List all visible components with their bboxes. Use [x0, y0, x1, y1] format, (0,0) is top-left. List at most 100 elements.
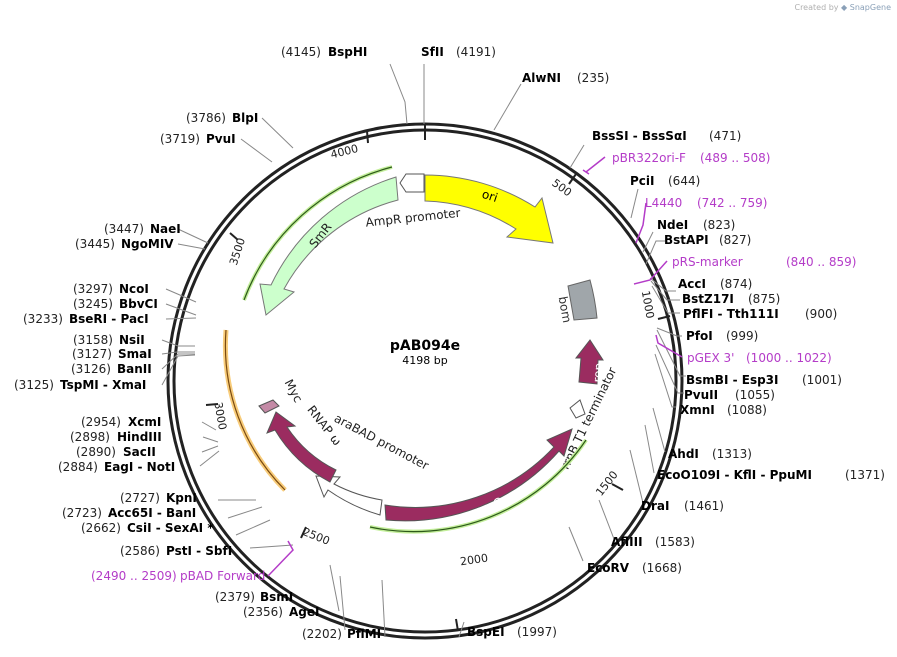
feature-arac-arrow — [384, 428, 573, 522]
site-ecoo109i[interactable]: EcoO109I - KflI - PpuMI (1371) — [657, 468, 885, 482]
site-csii[interactable]: (2662)CsiI - SexAI * — [81, 521, 214, 535]
feature-ori[interactable]: ori — [424, 174, 554, 244]
site-bsmbi[interactable]: BsmBI - Esp3I(1001) — [686, 373, 842, 387]
site-drai[interactable]: DraI(1461) — [641, 499, 724, 513]
site-psti[interactable]: (2586)PstI - SbfI — [120, 544, 232, 558]
site-pflfi-name: PflFI - Tth111I — [683, 307, 779, 321]
primer-myc-underline — [222, 329, 287, 492]
site-alwni-pos: (235) — [577, 71, 609, 85]
tick-2500-label: 2500 — [301, 525, 332, 548]
feature-arac[interactable]: araC — [384, 428, 573, 522]
primer-pbad-forward[interactable]: (2490 .. 2509)pBAD Forward — [91, 569, 265, 583]
site-bstapi[interactable]: BstAPI(827) — [664, 233, 751, 247]
site-hindiii[interactable]: (2898)HindIII — [70, 430, 162, 444]
site-pfoi-name: PfoI — [686, 329, 713, 343]
site-eagi[interactable]: (2884)EagI - NotI — [58, 460, 175, 474]
site-ngomiv[interactable]: (3445)NgoMIV — [75, 237, 174, 251]
site-pflfi[interactable]: PflFI - Tth111I(900) — [683, 307, 837, 321]
site-bsssi[interactable]: BssSI - BssSαI(471) — [592, 129, 741, 143]
feature-smr[interactable]: SmR — [259, 176, 399, 316]
site-pflmi-pos: (2202) — [302, 627, 342, 641]
site-pflmi[interactable]: (2202)PflMI — [302, 627, 381, 641]
site-pcii[interactable]: PciI(644) — [630, 174, 700, 188]
site-bsphi-name: BspHI — [328, 45, 367, 59]
site-pvui-name: PvuI — [206, 132, 236, 146]
site-xcmi[interactable]: (2954)XcmI — [81, 415, 161, 429]
site-blpi[interactable]: (3786)BlpI — [186, 111, 258, 125]
feature-rnap-arrow — [266, 411, 337, 483]
site-leaders — [161, 63, 686, 638]
site-ndei[interactable]: NdeI(823) — [657, 218, 735, 232]
site-hindiii-pos: (2898) — [70, 430, 110, 444]
primer-prs-marker[interactable]: pRS-marker(840 .. 859) — [672, 255, 856, 269]
primer-pgex-3[interactable]: pGEX 3'(1000 .. 1022) — [687, 351, 832, 365]
site-tspmi[interactable]: (3125)TspMI - XmaI — [14, 378, 146, 392]
credit-prefix: Created by — [794, 3, 839, 12]
feature-rnap-omega[interactable]: RNAP ω — [266, 403, 344, 483]
site-bsmi[interactable]: (2379)BsmI — [215, 590, 293, 604]
site-bstz17i[interactable]: BstZ17I(875) — [682, 292, 780, 306]
site-alwni[interactable]: AlwNI(235) — [522, 71, 609, 85]
site-bseri[interactable]: (3233)BseRI - PacI — [23, 312, 149, 326]
feature-arabad-arrow — [315, 475, 383, 516]
site-drai-pos: (1461) — [684, 499, 724, 513]
site-kpni[interactable]: (2727) KpnI — [120, 491, 197, 505]
site-pvui[interactable]: (3719)PvuI — [160, 132, 236, 146]
site-kpni-pos: (2727) — [120, 491, 160, 505]
site-ncoi[interactable]: (3297)NcoI — [73, 282, 149, 296]
site-bsmi-pos: (2379) — [215, 590, 255, 604]
site-pvuii[interactable]: PvuII(1055) — [684, 388, 775, 402]
site-ecorv[interactable]: EcoRV(1668) — [587, 561, 682, 575]
site-pfoi[interactable]: PfoI (999) — [686, 329, 758, 343]
primer-prs-marker-range: (840 .. 859) — [786, 255, 856, 269]
feature-bom[interactable]: bom — [556, 279, 598, 324]
site-agei[interactable]: (2356)AgeI — [243, 605, 319, 619]
site-kpni-name: KpnI — [166, 491, 197, 505]
site-bspei[interactable]: BspEI(1997) — [467, 625, 557, 639]
site-sfii[interactable]: SfII(4191) — [421, 45, 496, 59]
site-afliii[interactable]: AflIII(1583) — [611, 535, 695, 549]
feature-myc[interactable]: Myc — [258, 377, 305, 414]
site-xcmi-pos: (2954) — [81, 415, 121, 429]
site-xmni[interactable]: XmnI(1088) — [680, 403, 767, 417]
site-acc65i[interactable]: (2723)Acc65I - BanI — [62, 506, 196, 520]
site-bseri-name: BseRI - PacI — [69, 312, 149, 326]
site-smai[interactable]: (3127) SmaI — [72, 347, 152, 361]
primer-pbad-forward-name: pBAD Forward — [180, 569, 265, 583]
site-smai-pos: (3127) — [72, 347, 112, 361]
site-bstz17i-pos: (875) — [748, 292, 780, 306]
site-ahdi[interactable]: AhdI(1313) — [668, 447, 752, 461]
site-sacii-name: SacII — [123, 445, 156, 459]
site-sacii-pos: (2890) — [76, 445, 116, 459]
site-smai-name: SmaI — [118, 347, 152, 361]
feature-ori-arrow — [424, 174, 554, 244]
primer-smr-line — [243, 166, 393, 301]
site-ecoo109i-name: EcoO109I - KflI - PpuMI — [657, 468, 812, 482]
site-tspmi-name: TspMI - XmaI — [60, 378, 146, 392]
site-ndei-pos: (823) — [703, 218, 735, 232]
primer-pbr322ori-f-range: (489 .. 508) — [700, 151, 770, 165]
site-pfoi-pos: (999) — [726, 329, 758, 343]
map-title: pAB094e — [390, 338, 460, 354]
site-banii[interactable]: (3126) BanII — [71, 362, 152, 376]
primer-pbr322ori-f[interactable]: pBR322ori-F(489 .. 508) — [612, 151, 770, 165]
site-ecoo109i-pos: (1371) — [845, 468, 885, 482]
site-bsphi[interactable]: (4145) BspHI — [281, 45, 367, 59]
site-bsphi-pos: (4145) — [281, 45, 321, 59]
site-acci[interactable]: AccI(874) — [678, 277, 752, 291]
site-nsii[interactable]: (3158)NsiI — [73, 333, 145, 347]
feature-bom-box — [567, 279, 598, 321]
site-banii-pos: (3126) — [71, 362, 111, 376]
site-sacii[interactable]: (2890) SacII — [76, 445, 156, 459]
site-banii-name: BanII — [117, 362, 152, 376]
site-bbvci[interactable]: (3245)BbvCI — [73, 297, 158, 311]
primer-l4440[interactable]: L4440(742 .. 759) — [645, 196, 767, 210]
primer-pbad-forward-range: (2490 .. 2509) — [91, 569, 177, 583]
site-ncoi-pos: (3297) — [73, 282, 113, 296]
site-ngomiv-pos: (3445) — [75, 237, 115, 251]
site-naei[interactable]: (3447)NaeI — [104, 222, 181, 236]
feature-rop[interactable]: rop — [574, 339, 606, 385]
site-agei-name: AgeI — [289, 605, 319, 619]
site-acci-name: AccI — [678, 277, 706, 291]
